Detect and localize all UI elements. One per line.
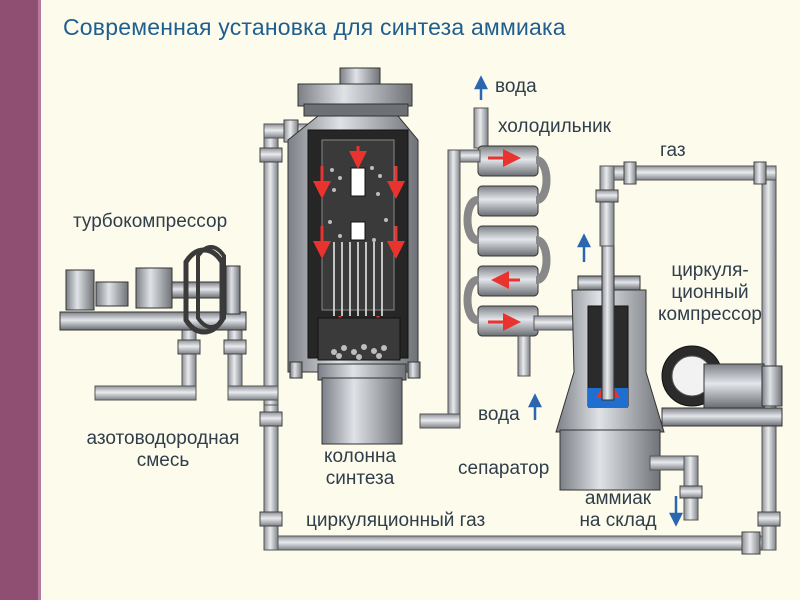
ammonia-label-line2: на склад: [579, 510, 657, 531]
circulation-compressor: [661, 345, 783, 427]
column-label-line2: синтеза: [325, 468, 395, 489]
gas-pipe: [595, 161, 777, 247]
circulation-compressor-label-line2: ционный: [671, 282, 749, 303]
water-out-label: вода: [495, 76, 537, 97]
circulation-compressor-label-line3: компрессор: [658, 304, 762, 325]
circulation-gas-label: циркуляционный газ: [306, 510, 486, 531]
water-in-arrow: [527, 393, 543, 420]
cooler-label: холодильник: [498, 116, 611, 137]
circulation-compressor-label: циркуля- ционный компрессор: [648, 260, 772, 326]
left-decorative-band: [0, 0, 38, 600]
left-band-edge: [38, 0, 41, 600]
ammonia-out-arrow: [668, 496, 684, 527]
mixture-label-line2: смесь: [136, 450, 190, 471]
water-in-label: вода: [478, 404, 520, 425]
water-out-arrow: [473, 75, 489, 100]
column-label-line1: колонна: [323, 446, 397, 467]
synthesis-column: [287, 67, 421, 445]
separator: [555, 239, 703, 521]
separator-up-arrow: [576, 233, 592, 262]
gas-label: газ: [660, 140, 686, 161]
ammonia-label-line1: аммиак: [584, 488, 652, 509]
mixture-label: азотоводородная смесь: [78, 428, 248, 472]
mixture-label-line1: азотоводородная: [86, 428, 240, 449]
circulation-compressor-label-line1: циркуля-: [671, 260, 749, 281]
slide-title: Современная установка для синтеза аммиак…: [63, 14, 566, 40]
turbocompressor: [59, 245, 247, 335]
ammonia-label: аммиак на склад: [568, 488, 668, 532]
separator-label: сепаратор: [458, 458, 550, 479]
cooler: [419, 107, 595, 429]
circulation-gas-pipe: [259, 167, 781, 555]
turbocompressor-label: турбокомпрессор: [73, 211, 228, 232]
column-label: колонна синтеза: [306, 446, 414, 490]
catalyst-grain-texture: [328, 166, 388, 242]
cooler-tube-upper: [477, 145, 539, 177]
cooler-tube-lower: [477, 265, 539, 297]
